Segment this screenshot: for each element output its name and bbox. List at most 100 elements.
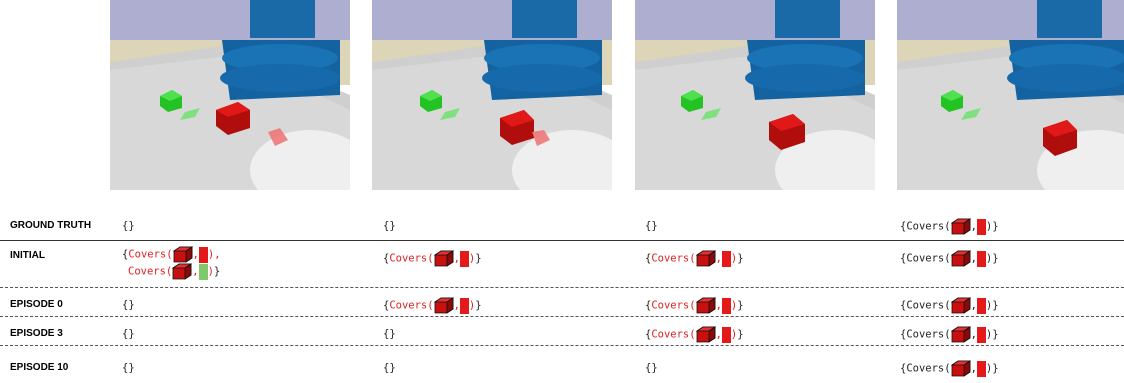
covers-predicate: Covers( (906, 252, 951, 265)
ep3-cell-2: {} (383, 326, 396, 342)
set-text: , (192, 248, 199, 261)
row-label-initial: INITIAL (10, 250, 45, 261)
scene-frame-4 (897, 0, 1124, 190)
red-target-icon (459, 297, 469, 314)
gt-cell-3: {} (645, 218, 658, 234)
set-text: ) (730, 328, 738, 341)
set-text: } (475, 299, 482, 312)
divider (0, 316, 1124, 317)
red-target-icon (459, 250, 469, 267)
scene-image-4 (897, 0, 1124, 190)
red-cube-icon (434, 250, 453, 267)
row-label-episode-10: EPISODE 10 (10, 362, 69, 373)
set-text: ) (730, 252, 738, 265)
red-cube-icon (434, 297, 453, 314)
row-label-episode-3: EPISODE 3 (10, 328, 63, 339)
set-text: } (737, 328, 744, 341)
covers-predicate: Covers( (651, 299, 696, 312)
set-text: {} (645, 362, 658, 374)
row-label-ground-truth: GROUND TRUTH (10, 220, 92, 231)
set-text: { (900, 252, 907, 265)
ep10-cell-4: {Covers(,)} (900, 360, 999, 377)
scene-frame-3 (635, 0, 875, 190)
red-target-icon (721, 297, 731, 314)
red-target-icon (721, 250, 731, 267)
covers-predicate: Covers( (906, 328, 951, 341)
covers-predicate: Covers( (906, 299, 951, 312)
gt-cell-4: {Covers(,)} (900, 218, 999, 235)
set-text: { (900, 328, 907, 341)
set-text: ) (730, 299, 738, 312)
red-cube-icon (951, 297, 970, 314)
ep3-cell-4: {Covers(,)} (900, 326, 999, 343)
covers-predicate: Covers( (651, 328, 696, 341)
initial-cell-1: {Covers(,), (122, 246, 221, 263)
covers-predicate: Covers( (906, 362, 951, 375)
set-text: {} (383, 362, 396, 374)
ep10-cell-2: {} (383, 360, 396, 376)
set-text: { (900, 220, 907, 233)
set-text: , (453, 252, 460, 265)
ep0-cell-4: {Covers(,)} (900, 297, 999, 314)
red-cube-icon (696, 297, 715, 314)
set-text: , (970, 252, 977, 265)
set-text: {} (383, 220, 396, 232)
covers-predicate: Covers( (389, 299, 434, 312)
ep0-cell-1: {} (122, 297, 135, 313)
set-text: )} (985, 299, 999, 312)
ep10-cell-1: {} (122, 360, 135, 376)
set-text: { (645, 328, 652, 341)
initial-cell-4: {Covers(,)} (900, 250, 999, 267)
set-text: ) (207, 265, 214, 278)
set-text: ) (468, 252, 476, 265)
red-target-icon (976, 297, 986, 314)
red-target-icon (976, 360, 986, 377)
red-cube-icon (951, 360, 970, 377)
red-target-icon (976, 250, 986, 267)
divider (0, 240, 1124, 241)
set-text: , (715, 252, 722, 265)
set-text: ) (468, 299, 476, 312)
covers-predicate: Covers( (389, 252, 434, 265)
set-text: )} (985, 362, 999, 375)
scene-image-1 (110, 0, 350, 190)
ep3-cell-1: {} (122, 326, 135, 342)
red-cube-icon (951, 250, 970, 267)
set-text: {} (122, 362, 135, 374)
red-target-icon (198, 246, 208, 263)
set-text: )} (985, 252, 999, 265)
red-cube-icon (951, 326, 970, 343)
gt-cell-2: {} (383, 218, 396, 234)
set-text: , (192, 265, 199, 278)
row-label-episode-0: EPISODE 0 (10, 299, 63, 310)
set-text: { (383, 252, 390, 265)
ep3-cell-3: {Covers(,)} (645, 326, 744, 343)
set-text: } (213, 265, 221, 278)
covers-predicate: Covers( (128, 248, 173, 261)
red-target-icon (976, 218, 986, 235)
initial-cell-3: {Covers(,)} (645, 250, 744, 267)
set-text: , (970, 220, 977, 233)
set-text: , (453, 299, 460, 312)
red-target-icon (721, 326, 731, 343)
scene-frame-1 (110, 0, 350, 190)
red-cube-icon (696, 250, 715, 267)
set-text: { (645, 252, 652, 265)
divider (0, 345, 1124, 346)
set-text: {} (122, 220, 135, 232)
set-text: , (970, 299, 977, 312)
ep0-cell-3: {Covers(,)} (645, 297, 744, 314)
green-target-icon (198, 263, 208, 280)
set-text: } (737, 252, 744, 265)
set-text: {} (122, 299, 135, 311)
covers-predicate: Covers( (651, 252, 696, 265)
set-text: } (737, 299, 744, 312)
red-cube-icon (951, 218, 970, 235)
set-text: { (900, 362, 907, 375)
set-text: ), (207, 248, 221, 261)
ep10-cell-3: {} (645, 360, 658, 376)
red-cube-icon (172, 263, 192, 280)
covers-predicate: Covers( (128, 265, 173, 278)
set-text: {} (383, 328, 396, 340)
red-cube-icon (696, 326, 715, 343)
